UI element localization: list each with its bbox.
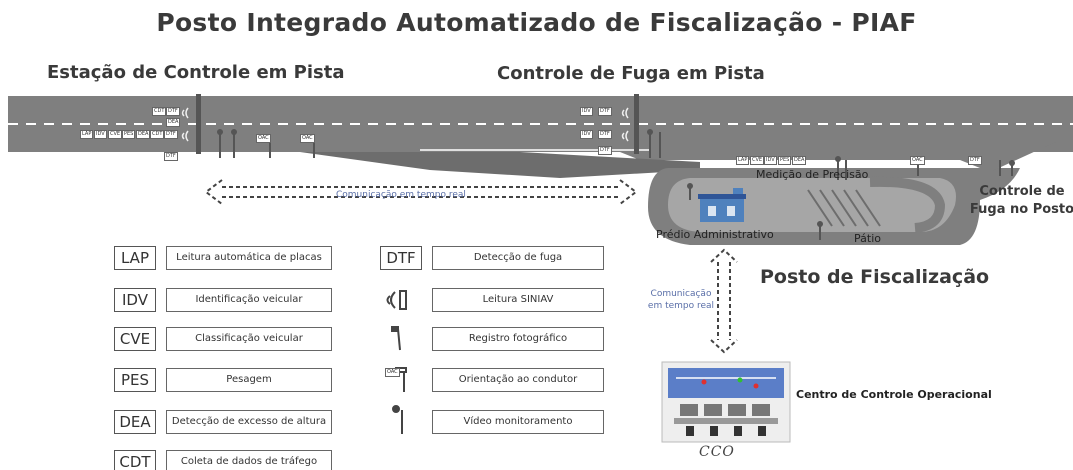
legend-code-idv: IDV — [114, 288, 156, 312]
tag-dtf: DTF — [598, 107, 612, 116]
legend-code-cve: CVE — [114, 327, 156, 351]
yard-hatch — [807, 189, 881, 227]
tag-idv: IDV — [764, 156, 777, 165]
tag-dea: DEA — [792, 156, 807, 165]
tag-dtf: DTF — [968, 156, 982, 165]
tag-dtf: DTF — [598, 146, 612, 155]
tag-cve: CVE — [750, 156, 765, 165]
legend-code-dtf: DTF — [380, 246, 422, 270]
section-escape-control: Controle de Fuga em Pista — [497, 63, 765, 84]
siniav-marks — [181, 107, 629, 142]
legend-code-pes: PES — [114, 368, 156, 392]
legend-text-pes: Pesagem — [166, 368, 332, 392]
section-track-station: Estação de Controle em Pista — [47, 62, 345, 83]
tag-lap: LAP — [80, 130, 94, 139]
tag-cdt: CDT — [152, 107, 167, 116]
area-yard-label: Pátio — [854, 232, 881, 245]
admin-building-icon — [698, 188, 746, 222]
area-precision-label: Medição de Precisão — [756, 168, 869, 181]
legend-text-siniav: Leitura SINIAV — [432, 288, 604, 312]
yard-curve — [869, 176, 946, 233]
legend-text-dtf: Detecção de fuga — [432, 246, 604, 270]
tag-dea: DEA — [136, 130, 151, 139]
tag-oac: OAC — [256, 134, 271, 143]
exit-ramp — [300, 152, 700, 178]
legend-code-dea: DEA — [114, 410, 156, 434]
tag-idv: IDV — [580, 107, 593, 116]
legend-text-cdt: Coleta de dados de tráfego — [166, 450, 332, 470]
legend-icons — [386, 290, 407, 434]
legend-text-photo: Registro fotográfico — [432, 327, 604, 351]
legend-text-dea: Detecção de excesso de altura — [166, 410, 332, 434]
main-highway — [8, 96, 1073, 160]
tag-lap: LAP — [736, 156, 750, 165]
legend-code-cdt: CDT — [114, 450, 156, 470]
tag-dea: DEA — [166, 118, 181, 127]
road-camera-heads — [217, 129, 1015, 227]
section-inspection-post: Posto de Fiscalização — [760, 266, 990, 288]
cco-signature: CCO — [699, 444, 735, 460]
comm-arrow-vertical — [710, 248, 738, 354]
gantry-escape — [634, 94, 639, 154]
legend-text-idv: Identificação veicular — [166, 288, 332, 312]
legend-text-video: Vídeo monitoramento — [432, 410, 604, 434]
tag-pes: PES — [778, 156, 792, 165]
comm-label-horizontal: Comunicação em tempo real — [336, 190, 466, 200]
cco-illustration — [661, 361, 791, 443]
tag-cve: CVE — [108, 130, 123, 139]
page-title: Posto Integrado Automatizado de Fiscaliz… — [156, 8, 917, 37]
tag-oac: OAC — [300, 134, 315, 143]
tag-dtf: DTF — [166, 107, 180, 116]
return-ramp — [960, 130, 1060, 172]
legend-text-lap: Leitura automática de placas — [166, 246, 332, 270]
tag-dtf: DTF — [164, 152, 178, 161]
tag-pes: PES — [122, 130, 136, 139]
comm-arrow-horizontal — [204, 179, 638, 205]
tag-dtf: DTF — [164, 130, 178, 139]
tag-dtf: DTF — [598, 130, 612, 139]
cco-label: Centro de Controle Operacional — [796, 388, 992, 401]
comm-label-vertical: Comunicação em tempo real — [647, 289, 715, 311]
legend-text-cve: Classificação veicular — [166, 327, 332, 351]
area-admin-label: Prédio Administrativo — [656, 228, 774, 241]
tag-cdt: CDT — [150, 130, 165, 139]
legend-text-oac: Orientação ao condutor — [432, 368, 604, 392]
legend-oac-tag: OAC — [385, 368, 400, 377]
tag-oac: OAC — [910, 156, 925, 165]
tag-idv: IDV — [580, 130, 593, 139]
gantry-station — [196, 94, 201, 154]
section-escape-post: Controle de Fuga no Posto — [969, 184, 1073, 217]
tag-idv: IDV — [94, 130, 107, 139]
legend-code-lap: LAP — [114, 246, 156, 270]
